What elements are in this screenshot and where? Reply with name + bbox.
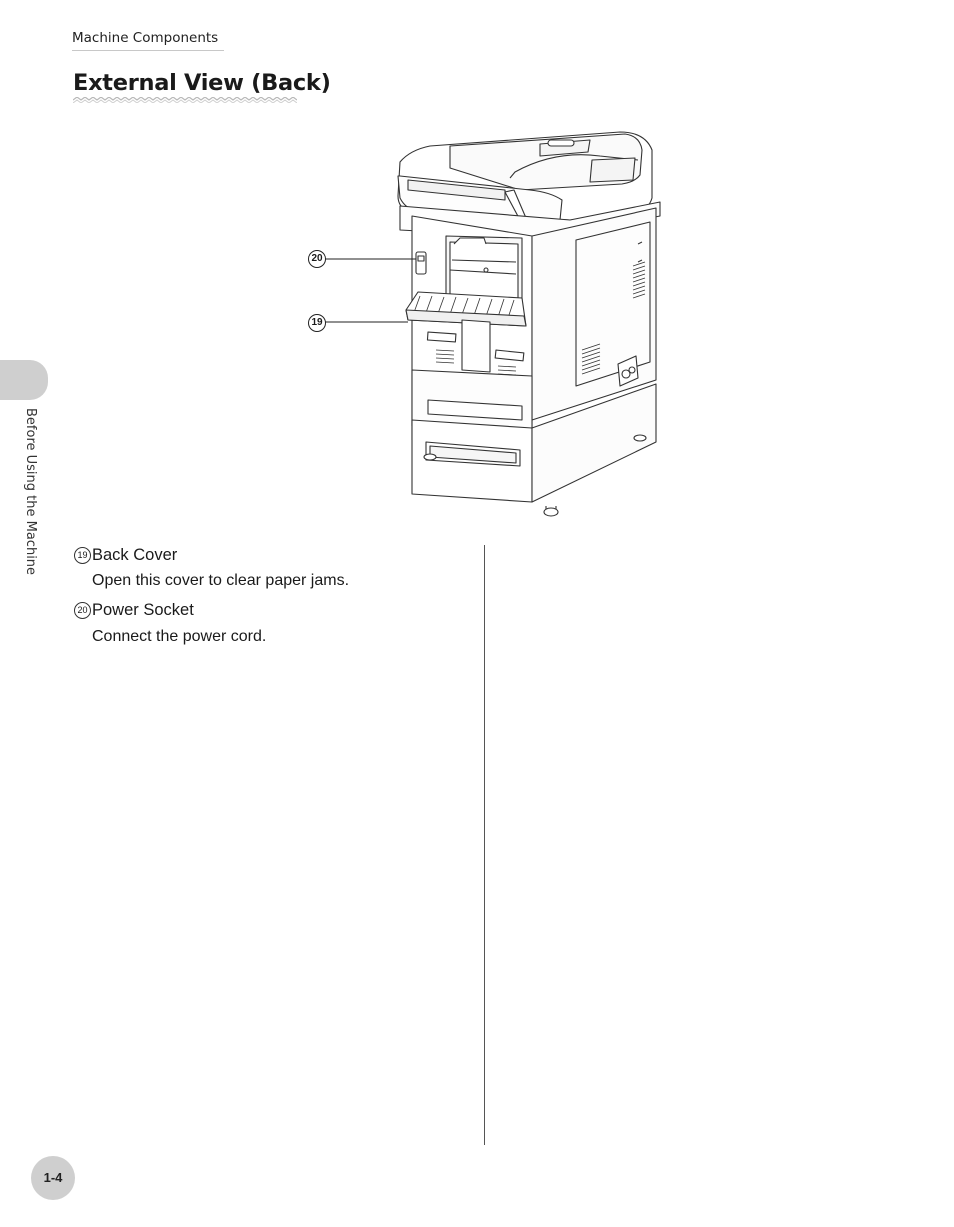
- section-header: Machine Components: [72, 30, 224, 51]
- page-title: External View (Back): [73, 70, 331, 96]
- callout-20: 20: [308, 250, 326, 268]
- item-title: Power Socket: [92, 601, 194, 619]
- item-number: 20: [74, 602, 91, 619]
- page-number-badge: 1-4: [31, 1156, 75, 1200]
- callout-19: 19: [308, 314, 326, 332]
- item-description: Open this cover to clear paper jams.: [92, 572, 350, 589]
- column-divider: [484, 545, 485, 1145]
- chapter-tab: [0, 360, 48, 400]
- item-number: 19: [74, 547, 91, 564]
- item-description: Connect the power cord.: [92, 628, 267, 645]
- title-underline-decoration: [73, 97, 297, 103]
- chapter-tab-label: Before Using the Machine: [23, 408, 38, 576]
- copier-drawing: [325, 131, 661, 517]
- machine-back-illustration: 20 19: [300, 120, 670, 520]
- item-title: Back Cover: [92, 546, 178, 564]
